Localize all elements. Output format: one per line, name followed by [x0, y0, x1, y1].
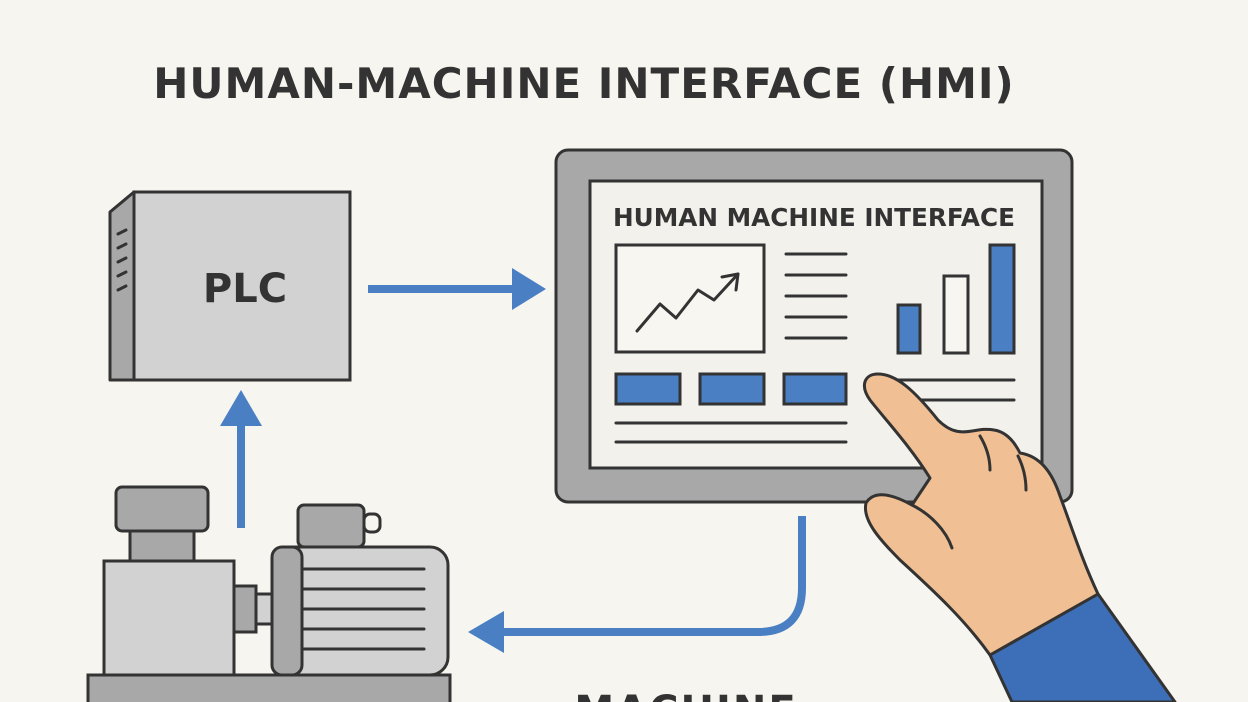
machine-assembly [86, 485, 452, 702]
trend-arrow-head [720, 272, 740, 292]
info-text-lines [784, 252, 848, 340]
motor-terminal-box [296, 503, 366, 549]
coupling-shaft [254, 592, 274, 626]
arrow-machine-to-plc [220, 390, 262, 528]
arrow-hmi-to-machine [468, 516, 806, 653]
pump-cap [114, 485, 210, 533]
machine-label: MACHINE [574, 688, 797, 702]
diagram-title: HUMAN-MACHINE INTERFACE (HMI) [153, 59, 1014, 108]
motor-end-cap [270, 545, 304, 677]
plc-front-panel [132, 190, 352, 382]
trend-line [635, 272, 740, 333]
pump-body [102, 559, 236, 681]
bar-chart-bar-1 [896, 303, 922, 355]
hmi-button-2[interactable] [698, 372, 766, 406]
arrow-plc-to-hmi [368, 268, 546, 310]
operator-hand [862, 372, 1177, 702]
pump-neck [128, 529, 196, 563]
plc-vent-slots [116, 228, 128, 292]
bar-chart-bar-3 [988, 243, 1016, 355]
machine-base [86, 673, 452, 702]
plc-side-panel [108, 190, 136, 382]
hmi-button-1[interactable] [614, 372, 682, 406]
motor-terminal-knob [362, 512, 382, 534]
motor-cooling-fins [302, 567, 426, 651]
plc-unit: PLC [108, 190, 352, 382]
status-text-lines [614, 378, 1016, 444]
hmi-panel: HUMAN MACHINE INTERFACE [554, 148, 1074, 504]
coupling-left [232, 584, 258, 634]
hand-shape [862, 372, 1100, 657]
bar-chart-bar-2 [942, 274, 970, 355]
hmi-screen-heading: HUMAN MACHINE INTERFACE [613, 203, 1015, 232]
plc-label: PLC [203, 266, 287, 312]
hmi-button-3[interactable] [782, 372, 848, 406]
